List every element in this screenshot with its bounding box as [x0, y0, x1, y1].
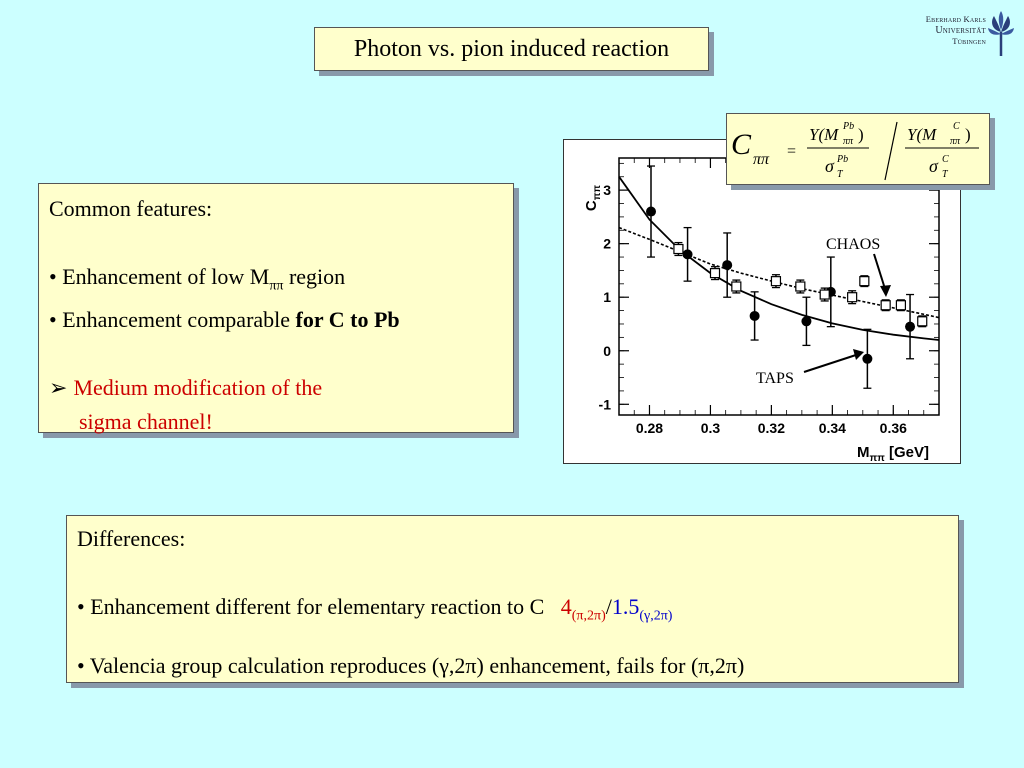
formula-num2: Y(M	[907, 125, 937, 144]
pion-value-sub: (π,2π)	[571, 608, 606, 624]
chaos-annotation: CHAOS	[826, 236, 880, 253]
x-axis-label: Mππ [GeV]	[857, 444, 929, 463]
photon-value-sub: (γ,2π)	[639, 608, 673, 624]
conclusion-text: Medium modification of the	[73, 375, 323, 401]
palm-tree-icon	[988, 11, 1014, 56]
taps-data-point	[862, 353, 873, 364]
chaos-data-point	[795, 281, 806, 292]
bullet-text: • Enhancement of low M	[49, 264, 270, 289]
chaos-data-point	[819, 289, 830, 300]
differences-bullet-1: • Enhancement different for elementary r…	[77, 590, 958, 633]
formula-svg: C ππ = Y(M Pb ππ ) σ Pb T Y(M C ππ ) σ C…	[731, 121, 979, 181]
formula-box: C ππ = Y(M Pb ππ ) σ Pb T Y(M C ππ ) σ C…	[726, 113, 990, 185]
formula-num2-sub: ππ	[950, 136, 961, 147]
taps-data-point	[722, 260, 733, 271]
formula-num1: Y(M	[809, 125, 839, 144]
slide-title: Photon vs. pion induced reaction	[314, 27, 709, 71]
x-tick-label: 0.34	[819, 420, 846, 436]
y-axis-label: Cππ	[583, 185, 603, 212]
spacer	[49, 337, 513, 371]
x-tick-label: 0.32	[758, 420, 785, 436]
formula-den2-sup: C	[942, 154, 949, 165]
taps-annotation: TAPS	[756, 370, 794, 387]
formula-lhs: C	[731, 128, 752, 161]
y-axis-label-sub: ππ	[592, 185, 603, 201]
chaos-data-point	[731, 281, 742, 292]
formula-lhs-sub: ππ	[753, 151, 770, 168]
y-tick-label: 1	[603, 289, 611, 305]
chaos-data-point	[895, 300, 907, 311]
taps-data-point	[801, 316, 812, 327]
arrow-bullet-icon: ➢	[49, 375, 68, 401]
taps-arrow-head	[853, 349, 864, 360]
differences-bullet-2: • Valencia group calculation reproduces …	[77, 653, 745, 679]
formula-equals: =	[787, 143, 796, 160]
chaos-data-point	[709, 268, 721, 279]
formula-num1-sub: ππ	[843, 136, 854, 147]
chart-points	[646, 165, 928, 389]
y-tick-label: -1	[599, 396, 612, 412]
value-separator: /	[605, 594, 612, 619]
spacer	[49, 226, 513, 260]
logo-text: Eberhard Karls Universität Tübingen	[884, 14, 986, 47]
taps-data-point	[682, 249, 693, 260]
bullet-subscript: ππ	[269, 278, 284, 294]
x-axis-label-unit: [GeV]	[885, 444, 929, 461]
formula-den1-sup: Pb	[836, 154, 848, 165]
x-tick-label: 0.28	[636, 420, 663, 436]
spacer	[77, 556, 958, 590]
chaos-data-point	[917, 316, 928, 327]
formula-num2-close: )	[965, 125, 971, 144]
chart-curves	[618, 176, 940, 341]
chaos-data-point	[859, 276, 870, 287]
conclusion-line-2: sigma channel!	[79, 409, 213, 435]
differences-heading: Differences:	[77, 526, 186, 551]
formula-den1: σ	[825, 156, 835, 176]
pion-value: 4	[560, 594, 572, 619]
x-tick-label: 0.3	[701, 420, 721, 436]
conclusion-line-1: ➢Medium modification of the	[49, 371, 513, 405]
formula-den1-sub: T	[837, 169, 844, 180]
logo-line-1: Eberhard Karls	[925, 14, 986, 24]
chaos-data-point	[770, 276, 782, 287]
logo-line-2: Universität	[935, 25, 986, 36]
photon-value: 1.5	[611, 594, 640, 619]
formula-num1-close: )	[858, 125, 864, 144]
common-bullet-2: • Enhancement comparable for C to Pb	[49, 303, 513, 337]
common-features-heading: Common features:	[49, 196, 213, 221]
common-bullet-1: • Enhancement of low Mππ region	[49, 260, 513, 303]
university-logo: Eberhard Karls Universität Tübingen	[884, 10, 1014, 58]
chaos-data-point	[847, 292, 858, 303]
chaos-data-point	[880, 300, 891, 311]
taps-arrow	[803, 353, 860, 373]
logo-line-3: Tübingen	[952, 36, 986, 46]
bullet-text-end: region	[283, 264, 346, 289]
chaos-arrow-head	[880, 285, 891, 297]
formula-num1-sup: Pb	[842, 121, 854, 132]
theory-curve-dotted	[618, 226, 940, 319]
x-axis-label-sub: ππ	[870, 453, 886, 463]
bullet-text: • Enhancement different for elementary r…	[77, 594, 545, 619]
theory-curve-solid	[618, 176, 940, 341]
formula-num2-sup: C	[953, 121, 960, 132]
x-axis-label-main: M	[857, 444, 870, 461]
y-tick-label: 2	[603, 236, 611, 252]
differences-box: Differences: • Enhancement different for…	[66, 515, 959, 683]
y-tick-label: 0	[603, 343, 611, 359]
y-tick-label: 3	[603, 182, 611, 198]
formula-den2: σ	[929, 156, 939, 176]
taps-data-point	[905, 321, 916, 332]
taps-data-point	[749, 310, 760, 321]
formula-den2-sub: T	[942, 169, 949, 180]
chaos-data-point	[673, 243, 684, 255]
bullet-bold-text: for C to Pb	[295, 307, 400, 333]
x-tick-label: 0.36	[880, 420, 907, 436]
bullet-text: • Enhancement comparable	[49, 307, 296, 333]
taps-data-point	[646, 206, 656, 217]
y-axis-label-main: C	[583, 200, 600, 211]
common-features-box: Common features: • Enhancement of low Mπ…	[38, 183, 514, 434]
